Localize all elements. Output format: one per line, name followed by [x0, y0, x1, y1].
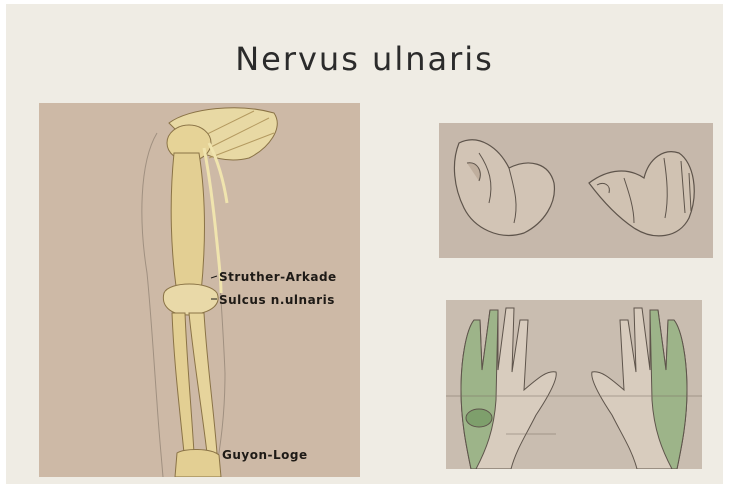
slide-title: Nervus ulnaris: [6, 40, 723, 78]
slide: Nervus ulnaris Str: [6, 4, 723, 484]
hands-sensory-drawing: [446, 300, 702, 469]
label-struther-arkade: Struther-Arkade: [219, 270, 337, 284]
label-guyon-loge: Guyon-Loge: [222, 448, 308, 462]
hands-sensory-image: [446, 300, 702, 469]
arm-illustration: Struther-Arkade Sulcus n.ulnaris Guyon-L…: [39, 103, 360, 477]
arm-bones-drawing: [39, 103, 360, 477]
hand-sketch-image: [439, 123, 713, 258]
hand-sketch-drawing: [439, 123, 713, 258]
label-sulcus-n-ulnaris: Sulcus n.ulnaris: [219, 293, 335, 307]
